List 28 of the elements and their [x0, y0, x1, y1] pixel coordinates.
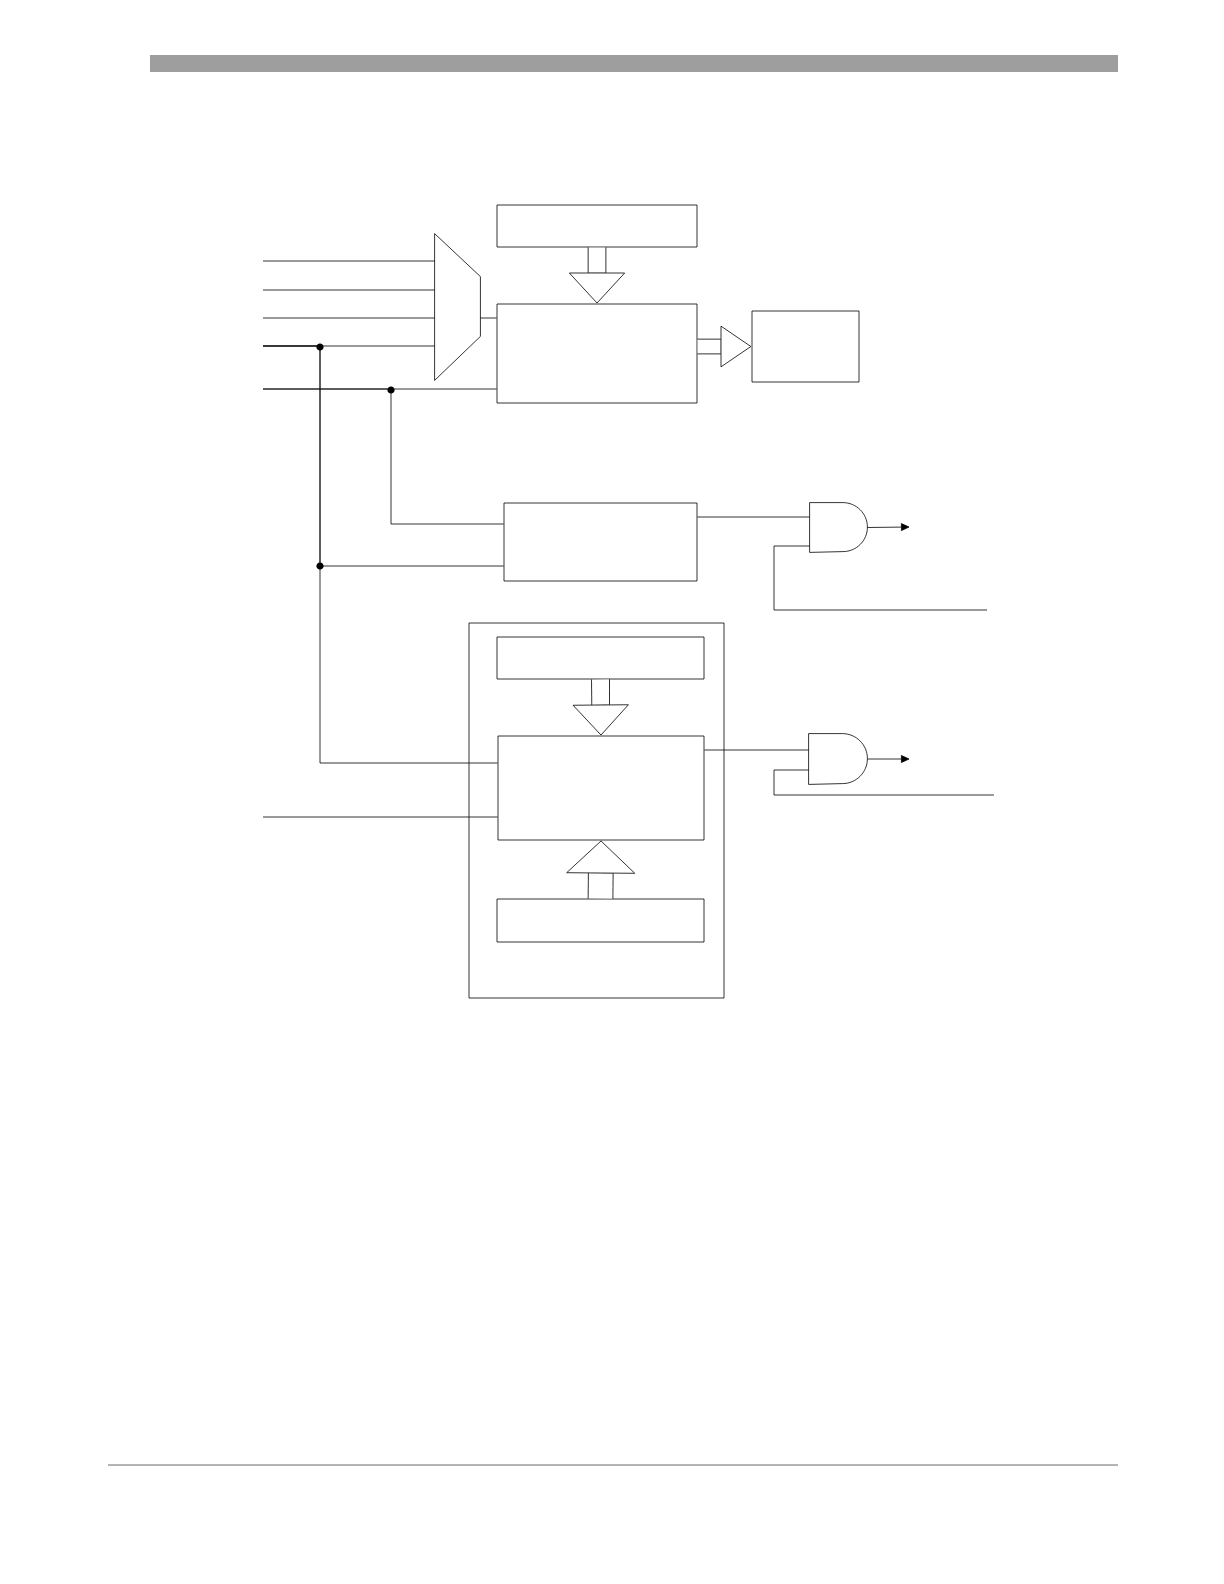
signal-line [262, 317, 435, 319]
block-arrow [568, 247, 626, 304]
signal-line [262, 345, 498, 764]
signal-line [704, 749, 809, 751]
signal-line [262, 260, 435, 262]
block-box [751, 310, 860, 383]
block-box [496, 636, 705, 680]
signal-line [773, 769, 995, 796]
block-box [496, 303, 698, 404]
output-arrow [867, 755, 910, 763]
block-box [496, 204, 698, 248]
block-arrow [697, 325, 752, 368]
and-gate-symbol [809, 502, 868, 553]
block-box [496, 898, 705, 943]
signal-line [262, 388, 504, 525]
signal-line [262, 816, 498, 818]
signal-line [697, 516, 810, 518]
signal-line [773, 545, 988, 611]
and-gate-symbol [808, 733, 868, 785]
signal-line [262, 289, 435, 291]
multiplexer-symbol [434, 233, 481, 381]
block-box [503, 502, 698, 582]
signal-line [480, 317, 497, 319]
block-arrow [566, 840, 636, 899]
block-box [497, 735, 705, 841]
output-arrow [867, 523, 910, 531]
block-arrow [572, 679, 629, 736]
block-box [468, 622, 725, 999]
